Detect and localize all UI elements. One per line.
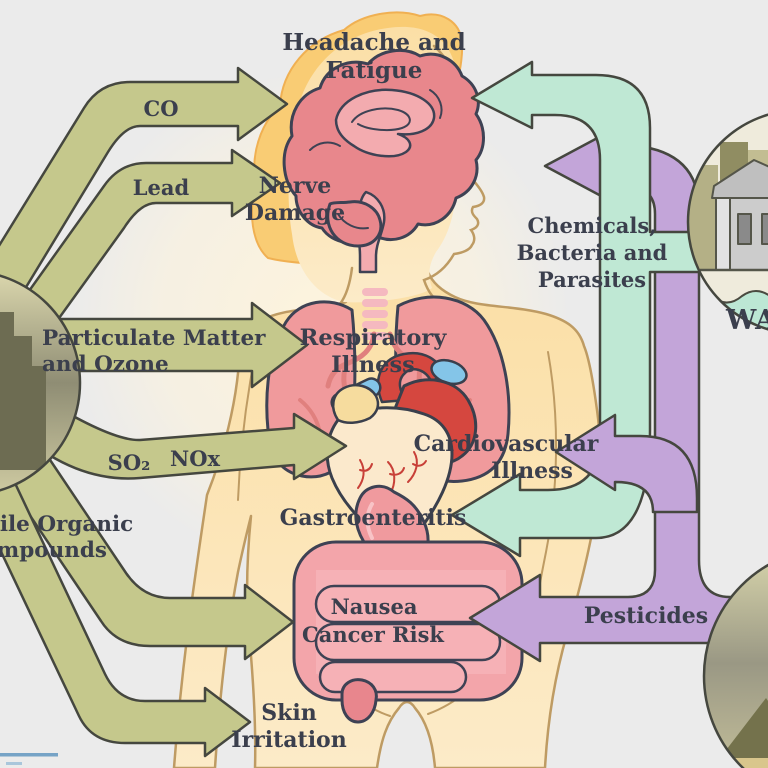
label-nerve-damage: Nerve Damage [245,173,345,227]
label-nox: NOx [169,446,221,471]
headache-line2: Fatigue [325,57,423,85]
air-source-circle [0,274,82,492]
house-icon [700,159,768,272]
nerve-line2: Damage [244,199,346,226]
air-pollution-arrows [0,66,348,758]
skin-line2: Irritation [231,726,347,753]
label-particulate-ozone: Particulate Matter and Ozone [42,326,265,378]
lead-arrow [0,148,282,359]
label-respiratory-illness: Respiratory Illness [300,325,447,380]
soil-arrow-cardio-branch [554,413,699,514]
cardiovascular-line2: Illness [491,457,573,484]
nerve-line1: Nerve [258,173,332,199]
factory-icon [0,312,46,470]
particulate-line2: and Ozone [42,352,169,378]
cardiovascular-line1: Cardiovascular [413,431,599,457]
water-pollution-arrows [450,60,708,558]
label-voc: Volatile Organic Compounds [0,512,133,564]
particulate-line1: Particulate Matter [42,326,266,351]
chemicals-line1: Chemicals, [527,213,657,238]
chemicals-line3: Parasites [537,266,647,292]
skin-line1: Skin [261,700,317,726]
label-so2: SO₂ [107,450,151,475]
soil-source-circle [702,563,768,768]
label-pesticides: Pesticides [583,603,709,629]
label-headache-fatigue: Headache and Fatigue [282,29,465,85]
brain-illustration [282,48,485,274]
so2-nox-arrow [22,396,348,481]
chemicals-line2: Bacteria and [516,239,668,265]
trachea [362,288,388,340]
co-arrow [0,66,289,309]
label-cancer-risk: Cancer Risk [302,622,444,647]
label-co: CO [143,96,179,121]
voc-line2: Compounds [0,538,107,564]
label-skin-irritation: Skin Irritation [231,700,346,754]
respiratory-line2: Illness [331,352,415,379]
water-source-circle [686,113,768,334]
label-nausea: Nausea [330,594,418,619]
label-chemicals-bacteria-parasites: Chemicals, Bacteria and Parasites [517,213,668,294]
voc-line1: Volatile Organic [0,512,134,537]
headache-line1: Headache and [282,29,466,56]
label-gastroenteritis: Gastroenteritis [279,505,467,531]
label-cardiovascular-illness: Cardiovascular Illness [414,431,599,485]
respiratory-line1: Respiratory [299,325,447,351]
soil-hill-icon [720,698,768,758]
voc-intestine-arrow [0,440,295,661]
water-arrow [450,60,708,558]
label-water: WATER [726,305,768,336]
label-lead: Lead [132,175,190,200]
watermark-lines [0,753,58,765]
voc-skin-arrow [0,479,252,758]
